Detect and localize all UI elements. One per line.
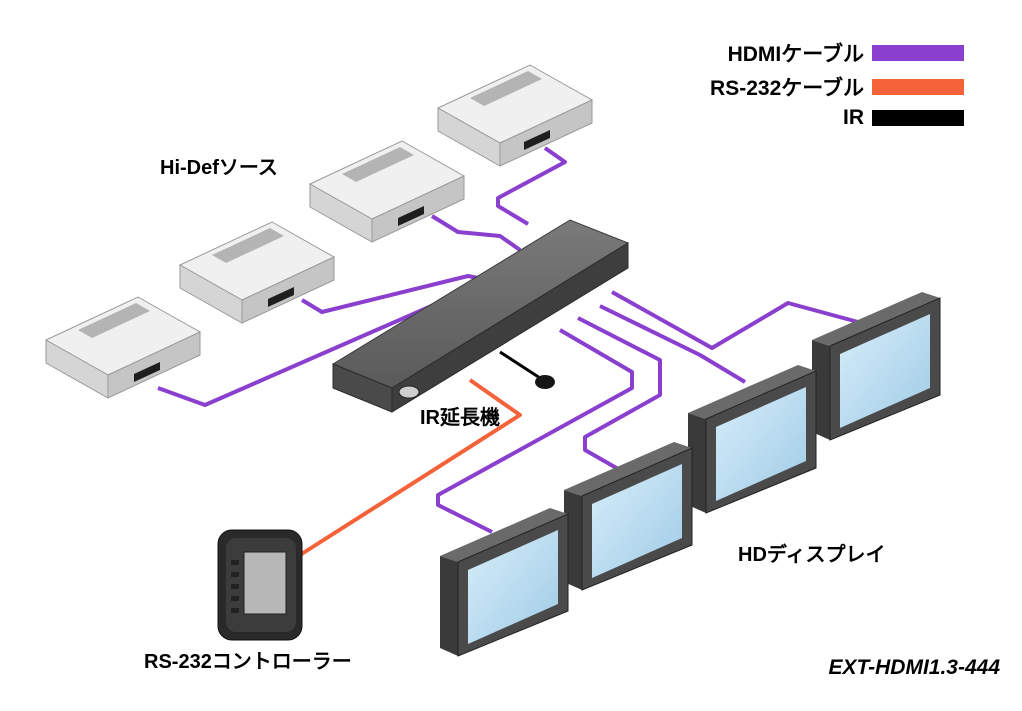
model-number: EXT-HDMI1.3-444 [828, 656, 1000, 679]
display-1 [440, 508, 569, 657]
hdmi-cable-display-1 [436, 328, 634, 534]
hdmi-cable-display-3 [599, 304, 747, 384]
legend-hdmi-swatch [872, 45, 964, 61]
legend-rs232-label: RS-232ケーブル [710, 77, 864, 100]
hdmi-cable-display-2 [577, 316, 662, 472]
legend-rs232-swatch [872, 79, 964, 95]
source-device-4 [44, 296, 202, 399]
legend-hdmi-label: HDMIケーブル [727, 43, 864, 66]
legend-hdmi: HDMIケーブル [728, 38, 964, 68]
display-2 [564, 442, 693, 591]
displays-label: HDディスプレイ [738, 544, 886, 566]
legend-ir-label: IR [843, 106, 864, 129]
hdmi-cable-source-2 [430, 214, 522, 252]
hdmi-cable-display-4 [611, 290, 859, 350]
extender-label: IR延長機 [420, 407, 500, 429]
rs232-cable [298, 378, 522, 557]
sources-label: Hi-Defソース [160, 157, 278, 179]
controller-label: RS-232コントローラー [144, 651, 352, 673]
ir-cable [499, 350, 541, 380]
ir-sensor-icon [535, 375, 555, 389]
hdmi-cables-out [436, 290, 859, 534]
rs232-controller [217, 529, 303, 641]
legend-ir-swatch [872, 110, 964, 126]
legend-ir: IR [843, 106, 964, 130]
source-device-2 [308, 140, 466, 243]
legend-rs232: RS-232ケーブル [710, 72, 964, 102]
source-device-3 [178, 221, 336, 324]
source-device-1 [436, 64, 594, 167]
hdmi-cable-source-1 [496, 146, 567, 226]
display-3 [688, 365, 817, 514]
ir-extender-switch [331, 219, 630, 413]
display-4 [812, 292, 941, 441]
